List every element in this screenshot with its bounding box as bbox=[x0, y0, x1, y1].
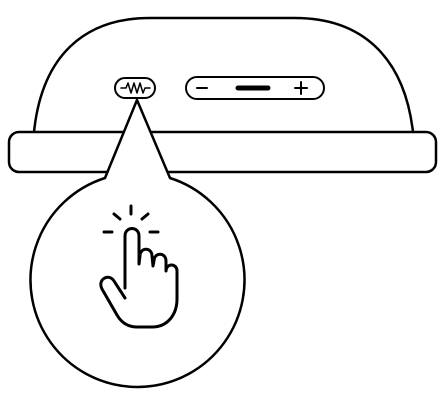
volume-plus-icon[interactable] bbox=[294, 81, 308, 95]
volume-rocker[interactable] bbox=[185, 76, 325, 100]
tap-hand-icon bbox=[99, 204, 179, 329]
noise-cancel-button[interactable] bbox=[114, 77, 156, 99]
headband-base-plate bbox=[7, 130, 438, 174]
ear-cup-dome bbox=[32, 16, 415, 134]
waveform-icon bbox=[120, 82, 151, 94]
